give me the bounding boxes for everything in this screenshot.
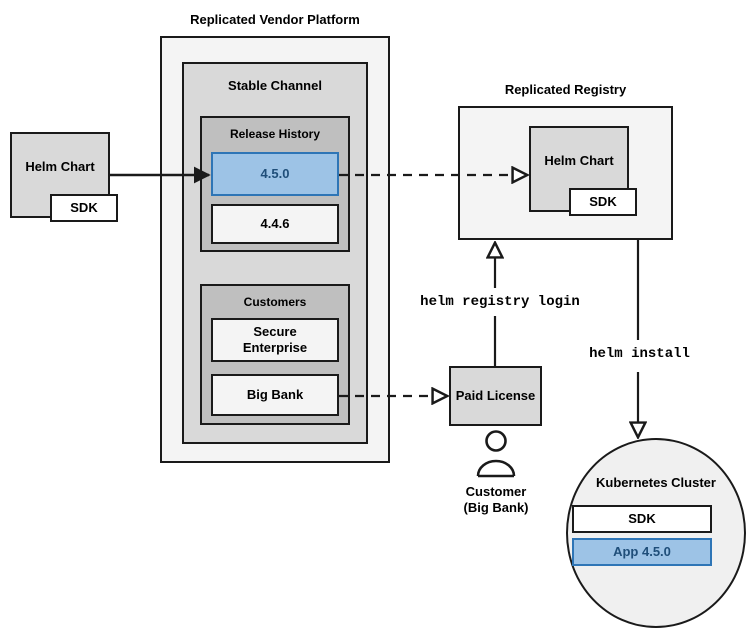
kubernetes-cluster-circle [566,438,746,628]
registry-helm-chart-label: Helm Chart [544,152,614,168]
paid-license-box[interactable]: Paid License [449,366,542,426]
cluster-app-box[interactable]: App 4.5.0 [572,538,712,566]
release-version-current[interactable]: 4.5.0 [211,152,339,196]
source-helm-chart-label: Helm Chart [25,158,95,174]
registry-title: Replicated Registry [504,82,627,97]
vendor-platform-title: Replicated Vendor Platform [190,12,360,27]
cluster-sdk-box[interactable]: SDK [572,505,712,533]
release-history-label: Release History [229,127,321,141]
customer-caption: Customer (Big Bank) [463,484,529,516]
customer-secure-enterprise[interactable]: Secure Enterprise [211,318,339,362]
cluster-title: Kubernetes Cluster [596,475,716,490]
release-version-previous[interactable]: 4.4.6 [211,204,339,244]
cmd-registry-login-label: helm registry login [420,294,580,310]
registry-sdk-box[interactable]: SDK [569,188,637,216]
customer-big-bank[interactable]: Big Bank [211,374,339,416]
customers-label: Customers [243,295,307,309]
customer-person-icon [470,430,522,478]
stable-channel-label: Stable Channel [228,78,322,93]
cmd-helm-install-label: helm install [589,346,690,362]
source-sdk-box[interactable]: SDK [50,194,118,222]
